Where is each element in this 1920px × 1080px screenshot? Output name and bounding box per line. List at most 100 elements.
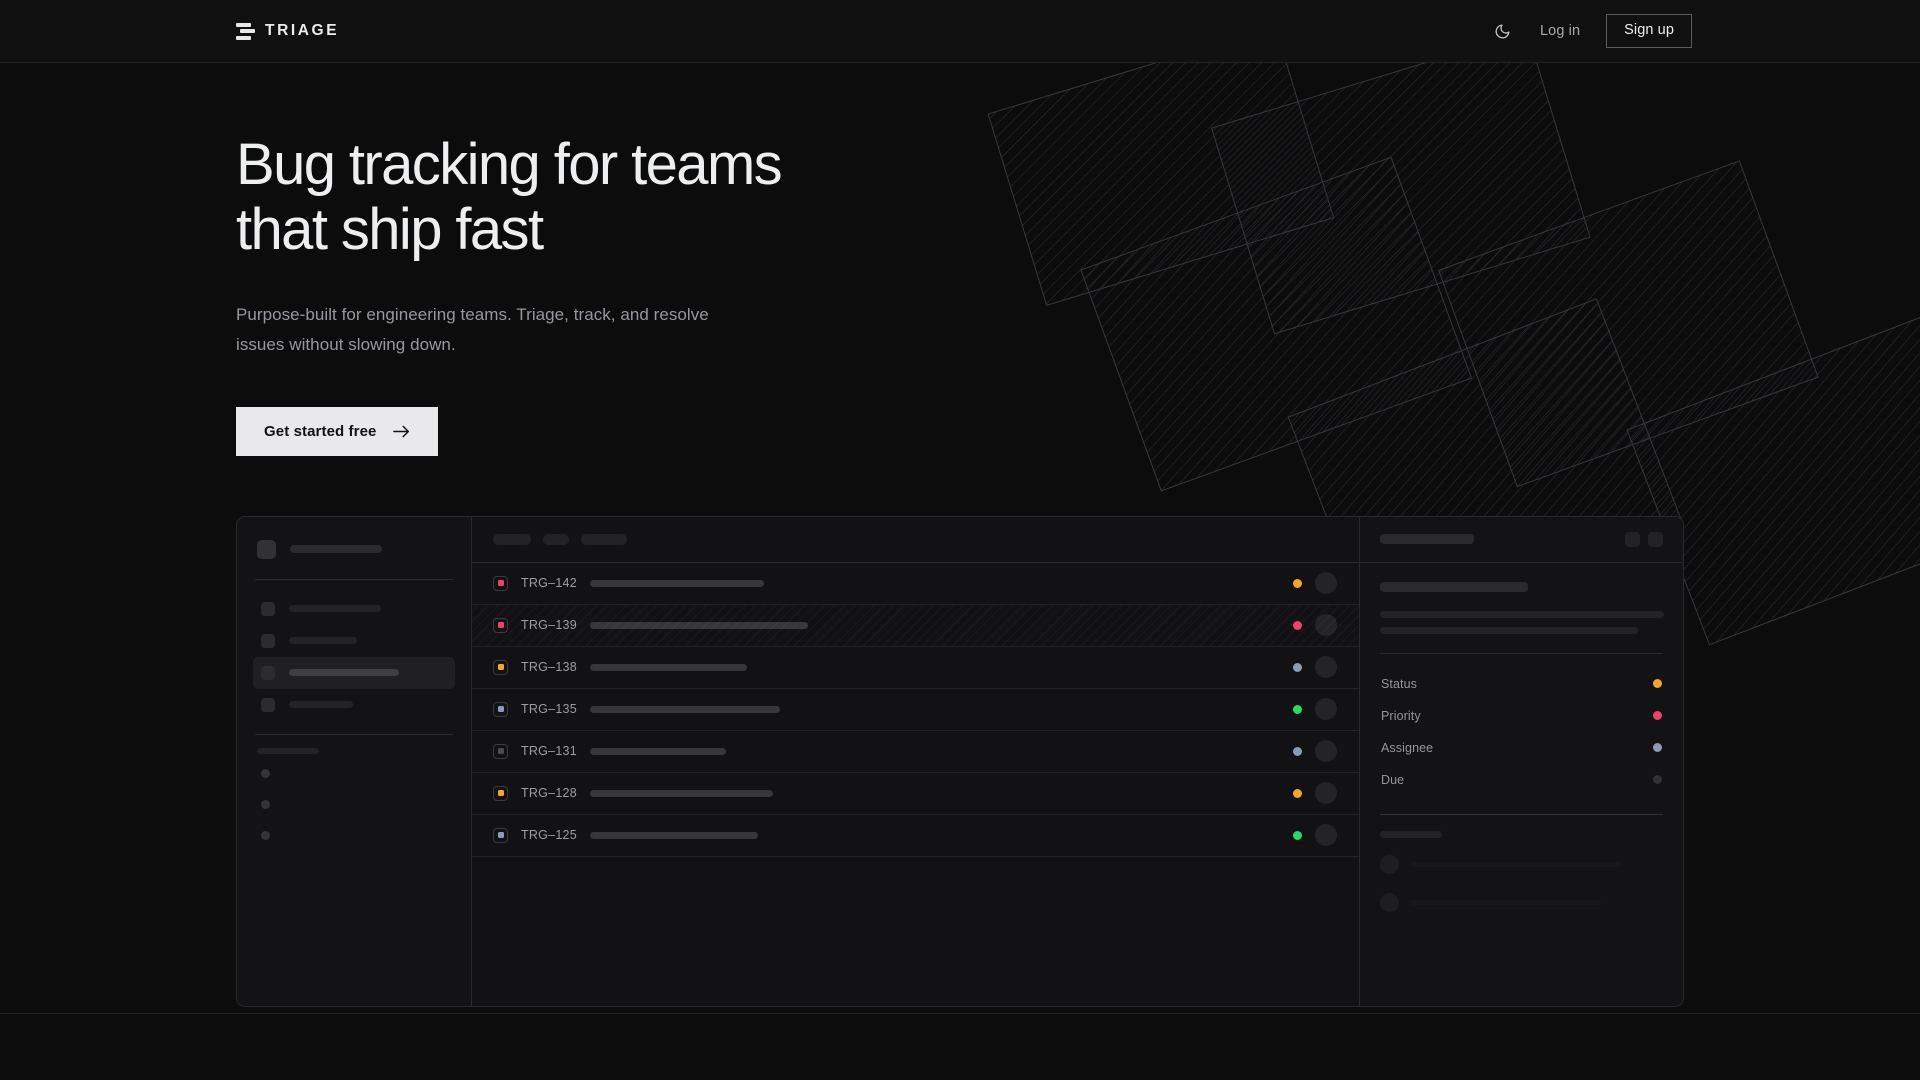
sidebar-mini-list: [253, 758, 455, 851]
sidebar-item-label-placeholder: [289, 669, 399, 677]
sidebar-nav-list: [253, 593, 455, 721]
issue-title-placeholder: [590, 789, 773, 797]
detail-breadcrumb-placeholder: [1380, 534, 1474, 545]
meta-value-dot: [1653, 743, 1662, 753]
sidebar-item-2[interactable]: [253, 625, 455, 657]
mini-item-1[interactable]: [253, 758, 455, 789]
status-dot[interactable]: [1293, 704, 1302, 714]
issue-row-meta: [1293, 824, 1337, 847]
issue-row[interactable]: TRG–139: [472, 604, 1359, 647]
meta-row-assignee[interactable]: Assignee: [1380, 732, 1663, 764]
bullet-icon: [261, 799, 270, 809]
status-dot[interactable]: [1293, 662, 1302, 672]
toolbar-filter-2[interactable]: [543, 533, 569, 545]
activity-section-label-placeholder: [1380, 830, 1442, 838]
priority-icon: [493, 617, 508, 633]
issue-id: TRG–135: [521, 702, 577, 717]
assignee-avatar[interactable]: [1315, 782, 1337, 805]
meta-value-dot: [1653, 679, 1662, 689]
moon-icon[interactable]: [1490, 19, 1514, 43]
issue-id: TRG–128: [521, 786, 577, 801]
toolbar-filter-3[interactable]: [581, 533, 627, 545]
issue-title-placeholder: [590, 747, 726, 755]
sidebar-item-4[interactable]: [253, 689, 455, 721]
toolbar-filter-1[interactable]: [493, 533, 531, 545]
issue-title-placeholder: [590, 705, 780, 713]
status-dot[interactable]: [1293, 620, 1302, 630]
sidebar-item-label-placeholder: [289, 605, 381, 613]
assignee-avatar[interactable]: [1315, 824, 1337, 847]
issue-row-meta: [1293, 698, 1337, 721]
meta-row-priority[interactable]: Priority: [1380, 700, 1663, 732]
get-started-button[interactable]: Get started free: [236, 406, 439, 456]
detail-header: [1360, 517, 1683, 563]
hero-section: Bug tracking for teams that ship fast Pu…: [0, 63, 1920, 456]
issue-row[interactable]: TRG–138: [472, 647, 1359, 689]
login-link[interactable]: Log in: [1540, 23, 1581, 39]
issue-id: TRG–139: [521, 618, 577, 633]
sidebar-item-icon: [261, 633, 275, 648]
issue-list-toolbar: [472, 517, 1359, 563]
issue-row[interactable]: TRG–135: [472, 689, 1359, 731]
status-dot[interactable]: [1293, 746, 1302, 756]
triage-bars-logo-icon: [236, 22, 255, 40]
mini-item-3[interactable]: [253, 820, 455, 851]
assignee-avatar[interactable]: [1315, 740, 1337, 763]
footer-divider: [0, 1013, 1920, 1014]
activity-list: [1380, 854, 1663, 912]
hero-headline: Bug tracking for teams that ship fast: [236, 132, 936, 262]
sidebar-item-icon: [261, 601, 275, 616]
assignee-avatar[interactable]: [1315, 656, 1337, 679]
assignee-avatar[interactable]: [1315, 614, 1337, 637]
assignee-avatar[interactable]: [1315, 698, 1337, 721]
headline-line-2: that ship fast: [236, 196, 544, 262]
mockup-sidebar: [237, 516, 472, 1006]
detail-description-placeholder: [1380, 610, 1664, 634]
edit-icon[interactable]: [1625, 531, 1640, 547]
meta-label: Assignee: [1381, 740, 1434, 755]
brand-name: TRIAGE: [265, 22, 340, 39]
issue-row[interactable]: TRG–131: [472, 731, 1359, 773]
sidebar-workspace-header[interactable]: [253, 533, 455, 566]
priority-icon: [493, 575, 508, 591]
detail-title-placeholder: [1380, 581, 1528, 592]
brand[interactable]: TRIAGE: [236, 22, 339, 40]
status-dot[interactable]: [1293, 830, 1302, 840]
sidebar-item-1[interactable]: [253, 593, 455, 625]
issue-row-meta: [1293, 614, 1337, 637]
meta-label: Status: [1381, 676, 1418, 691]
more-icon[interactable]: [1648, 531, 1663, 547]
issue-row[interactable]: TRG–142: [472, 563, 1359, 605]
sidebar-divider-bottom: [255, 733, 453, 735]
nav-actions: Log in Sign up: [1490, 14, 1692, 48]
meta-label: Due: [1381, 772, 1405, 787]
meta-row-status[interactable]: Status: [1380, 668, 1663, 700]
activity-text-placeholder: [1411, 861, 1621, 867]
signup-button[interactable]: Sign up: [1606, 14, 1692, 48]
sidebar-item-icon: [261, 665, 275, 680]
mini-item-2[interactable]: [253, 789, 455, 820]
issue-title-placeholder: [590, 831, 758, 839]
issue-title-placeholder: [590, 663, 747, 671]
sidebar-divider-top: [255, 578, 453, 580]
workspace-name-placeholder: [290, 545, 382, 554]
activity-text-placeholder: [1411, 899, 1601, 905]
issue-row[interactable]: TRG–128: [472, 773, 1359, 815]
assignee-avatar[interactable]: [1315, 572, 1337, 595]
detail-description-line: [1380, 626, 1638, 634]
priority-icon: [493, 659, 508, 675]
sidebar-item-3[interactable]: [253, 656, 455, 689]
sidebar-item-label-placeholder: [289, 637, 357, 645]
status-dot[interactable]: [1293, 788, 1302, 798]
status-dot[interactable]: [1293, 578, 1302, 588]
workspace-avatar-icon: [257, 539, 276, 559]
top-navigation-bar: TRIAGE Log in Sign up: [0, 0, 1920, 63]
issue-row[interactable]: TRG–125: [472, 815, 1359, 857]
meta-row-due[interactable]: Due: [1380, 764, 1663, 796]
